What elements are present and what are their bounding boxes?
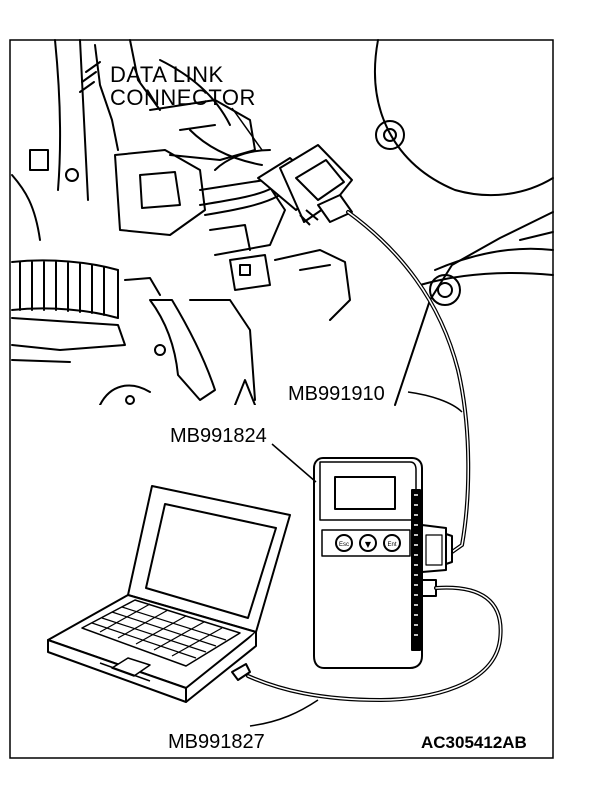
connector-label-line2: CONNECTOR [110,85,256,110]
figure-frame [9,39,554,759]
device-down-label: ▼ [365,540,372,549]
mb991824-leader [271,443,317,483]
device-down-button[interactable] [359,534,377,552]
data-link-connector-plug [257,144,353,226]
device-ent-button[interactable] [383,534,401,552]
device-esc-label: Esc [339,542,349,548]
mb991910-leader [407,391,463,413]
cable-mb991827-inner [247,586,502,701]
device-ent-label: Ent [387,542,396,548]
device-esc-button[interactable] [335,534,353,552]
mb991824-device [313,457,453,669]
figure-code: AC305412AB [421,733,527,752]
vehicle-interior-illustration [11,39,554,406]
laptop-pc [47,485,291,703]
illustration-mask [11,405,311,425]
cable-mb991910-label: MB991910 [288,383,385,405]
cable-mb991910-inner [347,211,469,553]
device-lcd [334,476,396,510]
device-mb991824-label: MB991824 [170,425,267,447]
connector-label-line1: DATA LINK [110,62,224,87]
connector-label-leader [231,107,263,151]
cable-mb991827-label: MB991827 [168,731,265,753]
mb991827-leader [249,699,319,727]
